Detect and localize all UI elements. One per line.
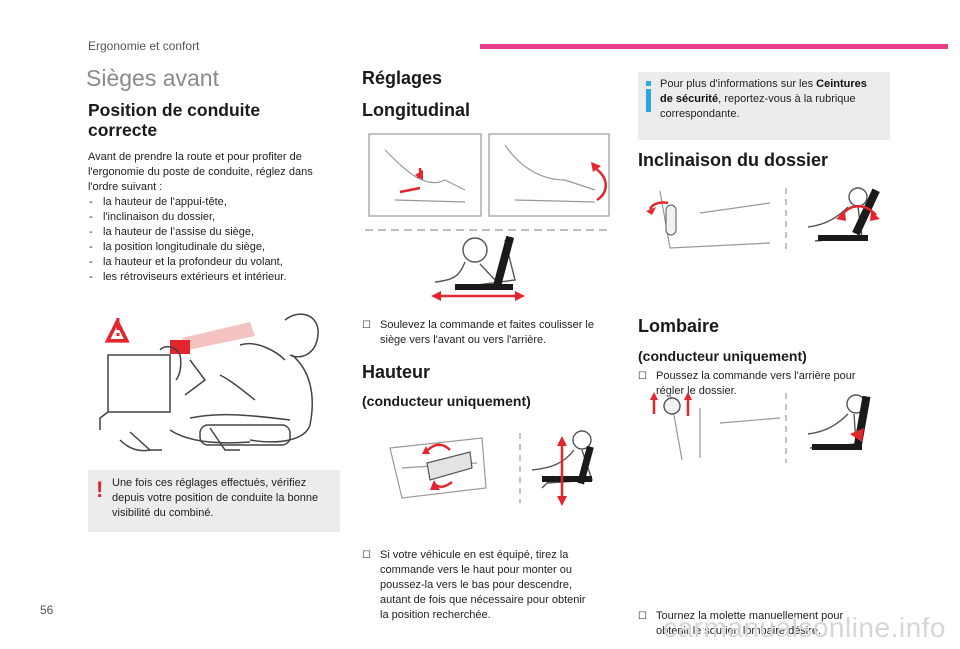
subheading-lombaire: (conducteur uniquement) (638, 348, 807, 364)
checkbox-bullet-icon: ☐ (362, 550, 371, 561)
warning-triangle-icon (104, 317, 130, 343)
longitudinal-seat-illustration (365, 133, 610, 301)
height-instruction: ☐ Si votre véhicule en est équipé, tirez… (362, 549, 586, 621)
warning-note: ! Une fois ces réglages effectués, vérif… (88, 470, 340, 532)
adjustment-order-list: la hauteur de l'appui-tête, l'inclinaiso… (88, 195, 348, 285)
list-item: la position longitudinale du siège, (88, 240, 348, 255)
height-seat-illustration (389, 430, 594, 506)
checkbox-bullet-icon: ☐ (638, 371, 647, 382)
checkbox-bullet-icon: ☐ (638, 611, 647, 622)
heading-hauteur: Hauteur (362, 362, 431, 382)
intro-text: Avant de prendre la route et pour profit… (88, 150, 348, 285)
info-icon (646, 81, 651, 86)
driving-position-illustration (99, 313, 319, 452)
watermark: carmanualsonline.info (663, 612, 946, 643)
heading-lombaire: Lombaire (638, 316, 720, 336)
heading-inclinaison: Inclinaison du dossier (638, 150, 829, 170)
checkbox-bullet-icon: ☐ (362, 320, 371, 331)
backrest-recline-illustration (646, 187, 880, 253)
lumbar-support-illustration (650, 392, 871, 463)
list-item: l'inclinaison du dossier, (88, 210, 348, 225)
heading-reglages: Réglages (362, 68, 443, 88)
subheading-hauteur: (conducteur uniquement) (362, 393, 531, 409)
list-item: la hauteur et la profondeur du volant, (88, 255, 348, 270)
lumbar-instruction: ☐ Tournez la molette manuellement pour o… (638, 610, 844, 637)
heading-position-conduite: Position de conduite correcte (88, 100, 261, 140)
longitudinal-instruction: ☐ Soulevez la commande et faites couliss… (362, 319, 594, 346)
exclamation-icon: ! (96, 477, 104, 502)
heading-longitudinal: Longitudinal (362, 100, 470, 120)
recline-instruction: ☐ Poussez la commande vers l'arrière pou… (638, 370, 856, 397)
page-title: Sièges avant (86, 65, 219, 91)
list-item: les rétroviseurs extérieurs et intérieur… (88, 270, 348, 285)
info-note: Pour plus d'informations sur les Ceintur… (638, 72, 890, 140)
section-label: Ergonomie et confort (88, 39, 200, 53)
header-accent-bar (480, 44, 948, 49)
list-item: la hauteur de l’assise du siège, (88, 225, 348, 240)
page-number: 56 (40, 603, 54, 617)
list-item: la hauteur de l'appui-tête, (88, 195, 348, 210)
